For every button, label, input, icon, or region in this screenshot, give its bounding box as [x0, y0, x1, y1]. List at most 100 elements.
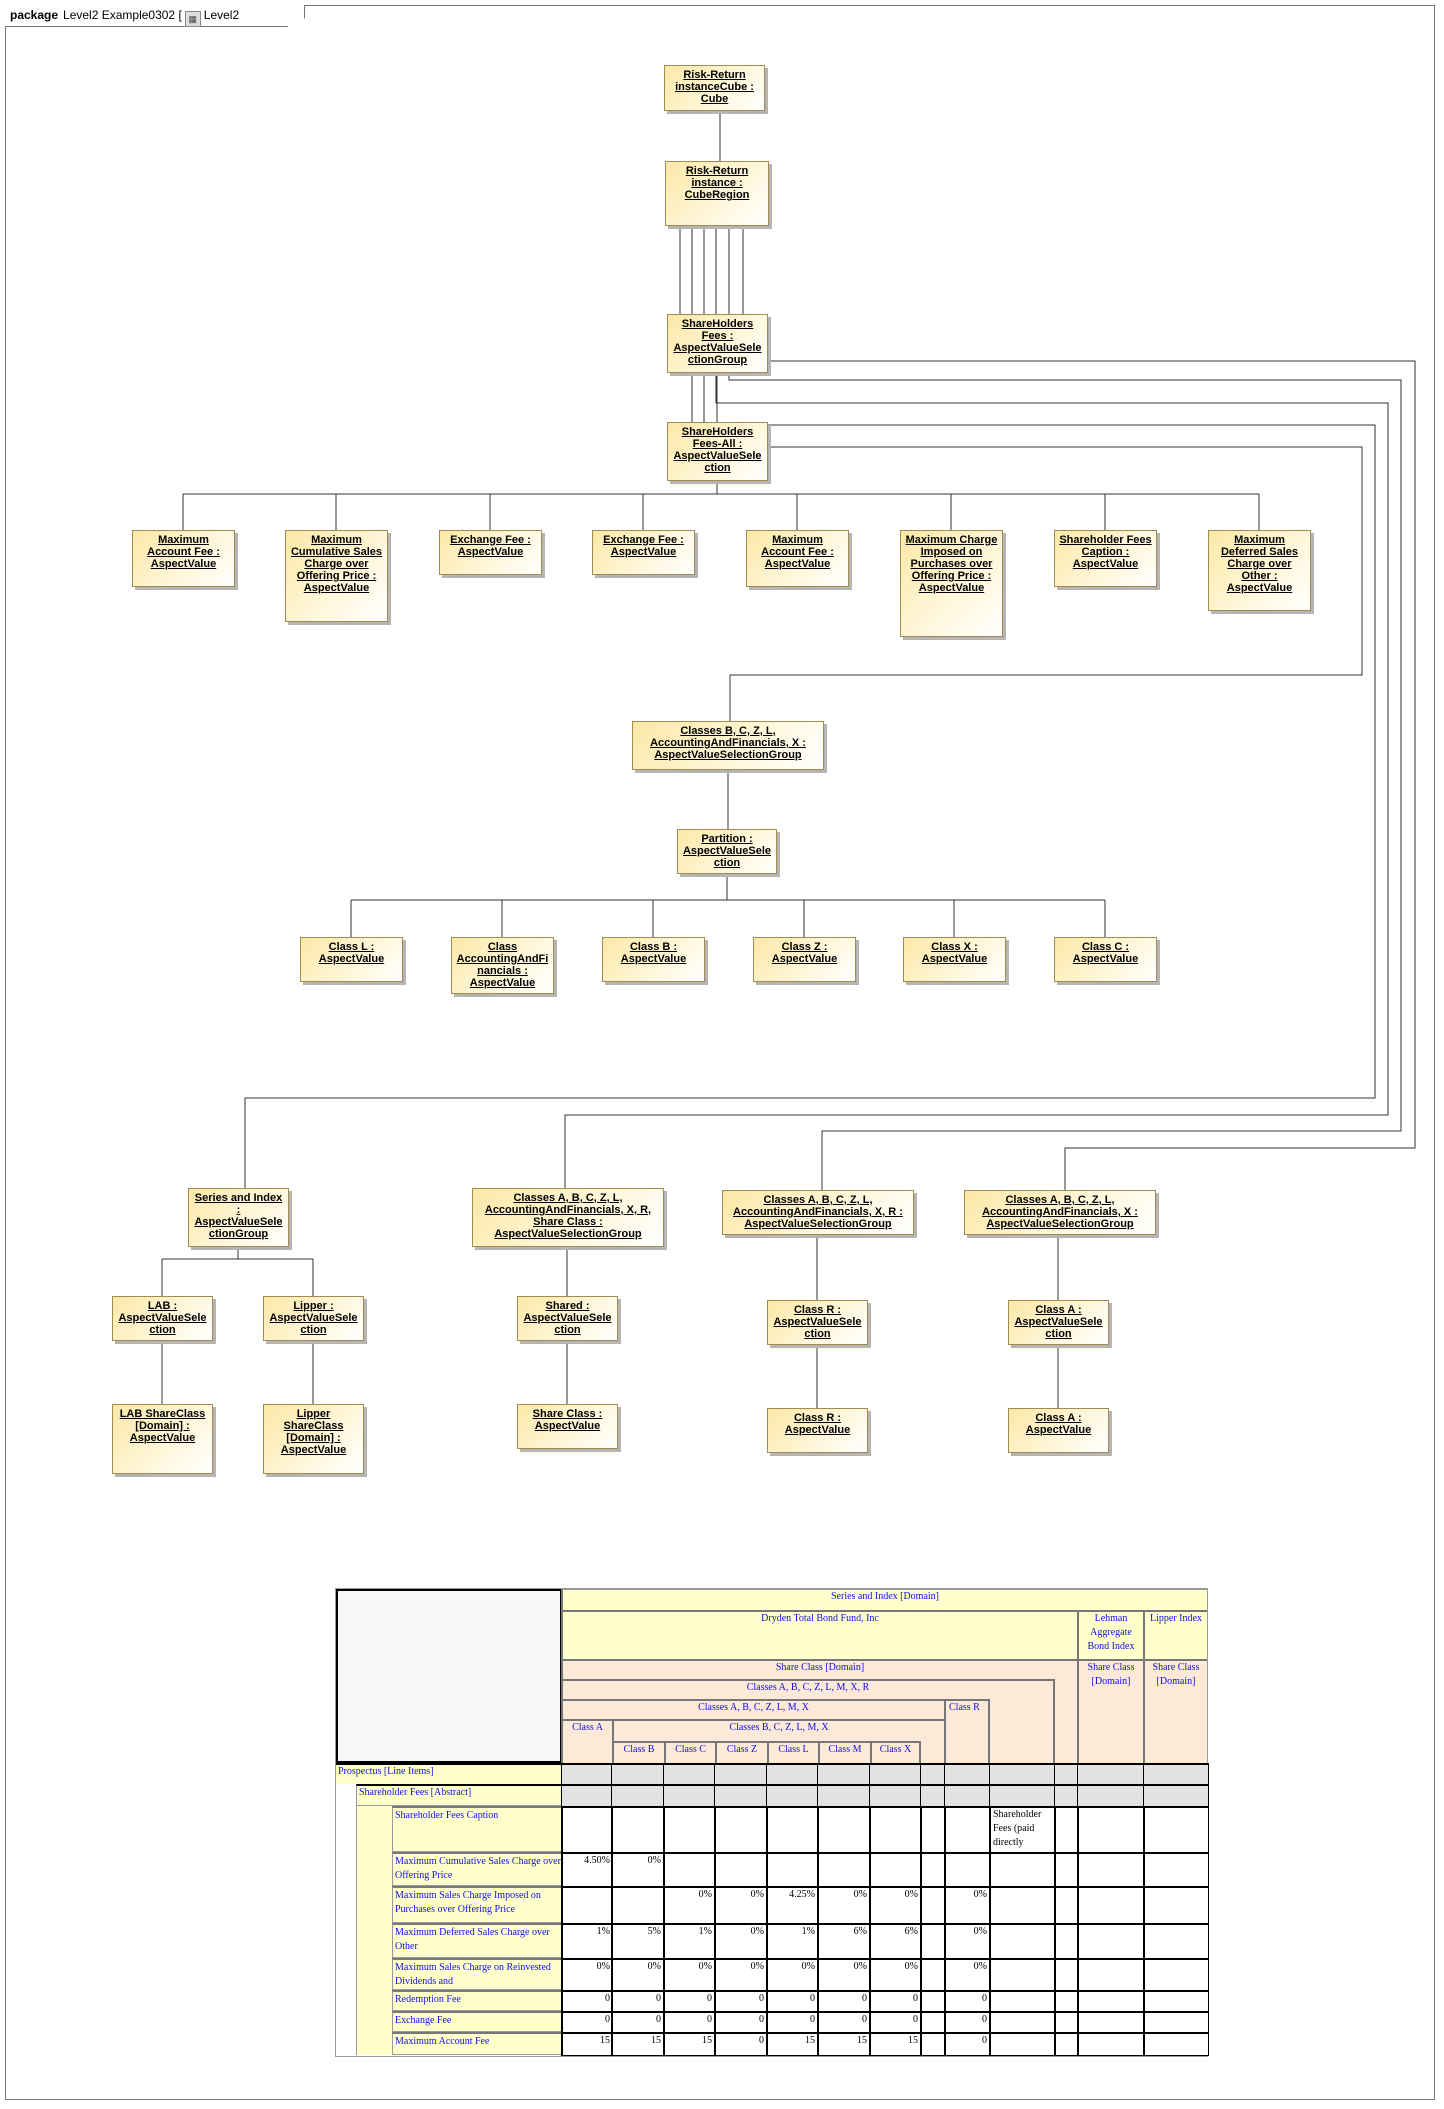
- value-cell: [1077, 1852, 1144, 1887]
- value-cell: 0%: [714, 1958, 767, 1991]
- node-class-value[interactable]: Class AccountingAndFinancials : AspectVa…: [451, 937, 554, 994]
- value-cell: [1077, 1958, 1144, 1991]
- grouping-cell: [1143, 1763, 1209, 1785]
- node-fee-value[interactable]: Maximum Account Fee : AspectValue: [132, 530, 235, 587]
- node-fee-value[interactable]: Maximum Charge Imposed on Purchases over…: [900, 530, 1003, 637]
- node-share-class-value[interactable]: Share Class : AspectValue: [517, 1404, 618, 1449]
- node-fee-value[interactable]: Maximum Account Fee : AspectValue: [746, 530, 849, 587]
- node-fee-value[interactable]: Exchange Fee : AspectValue: [592, 530, 695, 575]
- header-class-col: Class B: [612, 1741, 664, 1763]
- grouping-cell: [1077, 1763, 1144, 1785]
- grouping-cell: [611, 1763, 664, 1785]
- node-class-value[interactable]: Class L : AspectValue: [300, 937, 403, 982]
- value-cell: [561, 1806, 613, 1853]
- row-label: Redemption Fee: [392, 1990, 562, 2011]
- grouping-cell: [1054, 1763, 1079, 1785]
- value-cell: 0: [869, 1990, 921, 2012]
- table-corner: [336, 1589, 562, 1763]
- node-fee-value[interactable]: Exchange Fee : AspectValue: [439, 530, 542, 575]
- node-shareholders-fees-all[interactable]: ShareHolders Fees-All : AspectValueSelec…: [667, 422, 768, 481]
- value-cell: 0: [714, 2032, 767, 2056]
- node-classes-r-group[interactable]: Classes A, B, C, Z, L, AccountingAndFina…: [722, 1190, 914, 1235]
- header-lehman-share-class: Share Class [Domain]: [1077, 1659, 1143, 1763]
- value-cell: [869, 1806, 921, 1853]
- node-classes-group[interactable]: Classes B, C, Z, L, AccountingAndFinanci…: [632, 721, 824, 770]
- value-cell: 0%: [944, 1923, 990, 1959]
- value-cell: [1054, 1886, 1079, 1924]
- node-classes-share-class-group[interactable]: Classes A, B, C, Z, L, AccountingAndFina…: [472, 1188, 664, 1247]
- value-cell: [766, 1852, 818, 1887]
- row-indent-strip: [356, 1806, 392, 2055]
- node-cube[interactable]: Risk-Return instanceCube : Cube: [664, 65, 765, 111]
- node-fee-value[interactable]: Shareholder Fees Caption : AspectValue: [1054, 530, 1157, 587]
- node-fee-value[interactable]: Maximum Cumulative Sales Charge over Off…: [285, 530, 388, 622]
- value-cell: [920, 1990, 945, 2012]
- value-cell: 0%: [561, 1958, 613, 1991]
- value-cell: [920, 1923, 945, 1959]
- value-cell: [1054, 2032, 1079, 2056]
- node-class-value[interactable]: Class Z : AspectValue: [753, 937, 856, 982]
- node-lab-selection[interactable]: LAB : AspectValueSelection: [112, 1296, 213, 1341]
- node-class-r-selection[interactable]: Class R : AspectValueSelection: [767, 1300, 868, 1345]
- grouping-cell: [1143, 1784, 1209, 1807]
- node-class-a-selection[interactable]: Class A : AspectValueSelection: [1008, 1300, 1109, 1345]
- value-cell: 15: [766, 2032, 818, 2056]
- value-cell: [989, 1852, 1055, 1887]
- value-cell: 5%: [611, 1923, 664, 1959]
- node-partition[interactable]: Partition : AspectValueSelection: [677, 829, 777, 874]
- value-cell: 0%: [611, 1852, 664, 1887]
- grouping-cell: [663, 1763, 715, 1785]
- value-cell: 0: [561, 1990, 613, 2012]
- header-class-r: Class R: [944, 1699, 990, 1763]
- value-cell: [1054, 1990, 1079, 2012]
- grouping-cell: [869, 1763, 921, 1785]
- node-class-a-value[interactable]: Class A : AspectValue: [1008, 1408, 1109, 1453]
- value-cell: 0%: [944, 1886, 990, 1924]
- node-series-index[interactable]: Series and Index : AspectValueSelectionG…: [188, 1188, 289, 1247]
- value-cell: [1143, 1806, 1209, 1853]
- node-lipper-shareclass[interactable]: Lipper ShareClass [Domain] : AspectValue: [263, 1404, 364, 1474]
- grouping-cell: [920, 1763, 945, 1785]
- node-fee-value[interactable]: Maximum Deferred Sales Charge over Other…: [1208, 530, 1311, 611]
- value-cell: [989, 1990, 1055, 2012]
- node-shareholders-fees[interactable]: ShareHolders Fees : AspectValueSelection…: [667, 314, 768, 373]
- value-cell: 1%: [766, 1923, 818, 1959]
- value-cell: 0: [611, 2011, 664, 2033]
- header-class-col: Class M: [818, 1741, 870, 1763]
- grouping-cell: [1077, 1784, 1144, 1807]
- header-class-col: Class C: [664, 1741, 715, 1763]
- value-cell: [944, 1806, 990, 1853]
- value-cell: 6%: [817, 1923, 870, 1959]
- value-cell: [817, 1852, 870, 1887]
- node-class-r-value[interactable]: Class R : AspectValue: [767, 1408, 868, 1453]
- header-class-col: Class Z: [715, 1741, 767, 1763]
- connector-region-grpsc: [564, 226, 1389, 1188]
- node-shared-selection[interactable]: Shared : AspectValueSelection: [517, 1296, 618, 1341]
- value-cell: 0: [869, 2011, 921, 2033]
- value-cell: 0: [663, 2011, 715, 2033]
- value-cell: 0%: [869, 1886, 921, 1924]
- row-label: Shareholder Fees Caption: [392, 1806, 562, 1852]
- value-cell: 0: [714, 1990, 767, 2012]
- value-cell: [1054, 2011, 1079, 2033]
- node-cube-region[interactable]: Risk-Return instance : CubeRegion: [665, 161, 769, 226]
- connector-series-bus: [161, 1247, 314, 1404]
- node-class-value[interactable]: Class B : AspectValue: [602, 937, 705, 982]
- value-cell: 15: [561, 2032, 613, 2056]
- value-cell: 0: [663, 1990, 715, 2012]
- node-lab-shareclass[interactable]: LAB ShareClass [Domain] : AspectValue: [112, 1404, 213, 1474]
- value-cell: [1143, 1886, 1209, 1924]
- value-cell: [1054, 1958, 1079, 1991]
- value-cell: [1077, 1806, 1144, 1853]
- node-classes-x-group[interactable]: Classes A, B, C, Z, L, AccountingAndFina…: [964, 1190, 1156, 1235]
- node-lipper-selection[interactable]: Lipper : AspectValueSelection: [263, 1296, 364, 1341]
- value-cell: [1054, 1852, 1079, 1887]
- value-cell: [989, 1886, 1055, 1924]
- value-cell: 0%: [663, 1958, 715, 1991]
- value-cell: 0: [611, 1990, 664, 2012]
- node-class-value[interactable]: Class C : AspectValue: [1054, 937, 1157, 982]
- value-cell: [663, 1806, 715, 1853]
- node-class-value[interactable]: Class X : AspectValue: [903, 937, 1006, 982]
- value-cell: 4.25%: [766, 1886, 818, 1924]
